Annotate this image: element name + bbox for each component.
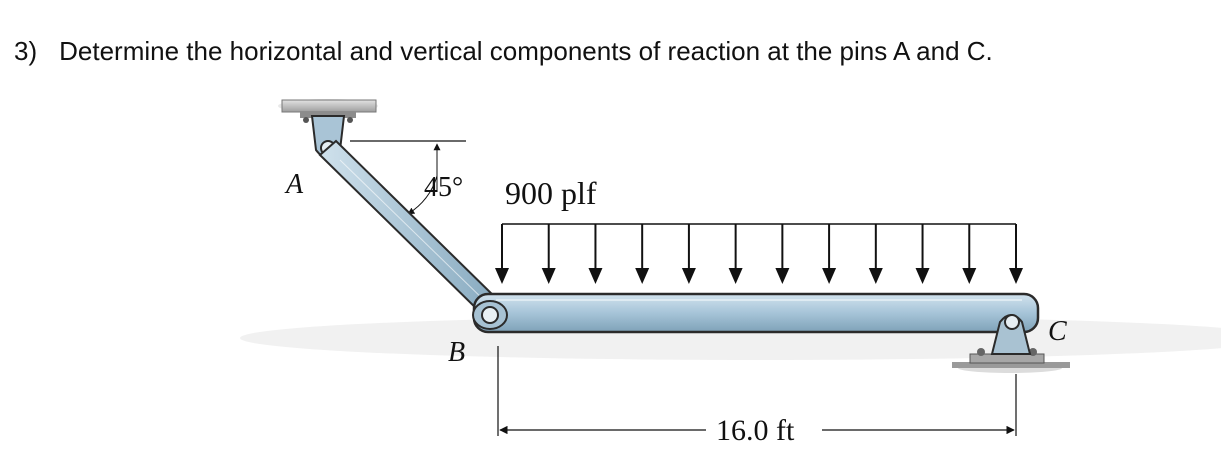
load-arrow-head [541,268,556,284]
load-arrow-head [962,268,977,284]
angle-arc [407,175,438,215]
load-arrow-head [1009,268,1023,284]
load-arrow-head [915,268,930,284]
load-arrow-head [728,268,743,284]
label-a: A [284,169,304,200]
load-arrow-head [495,268,509,284]
load-arrow-head [868,268,883,284]
load-arrow-head [588,268,603,284]
label-b: B [448,337,465,368]
load-label: 900 plf [505,175,597,211]
distributed-load [495,223,1023,284]
problem-number: 3) [14,36,38,66]
load-arrow-head [681,268,696,284]
problem-statement: 3) Determine the horizontal and vertical … [14,36,993,67]
load-arrow-head [635,268,650,284]
pin-b [472,300,508,330]
label-c: C [1048,316,1067,347]
link-ab [318,139,502,318]
load-arrow-head [822,268,837,284]
problem-question: Determine the horizontal and vertical co… [59,36,993,66]
load-arrow-head [775,268,790,284]
angle-label: 45° [424,172,463,203]
pin-support-c [952,314,1070,373]
beam-bc [472,292,1040,334]
span-label: 16.0 ft [716,414,795,447]
